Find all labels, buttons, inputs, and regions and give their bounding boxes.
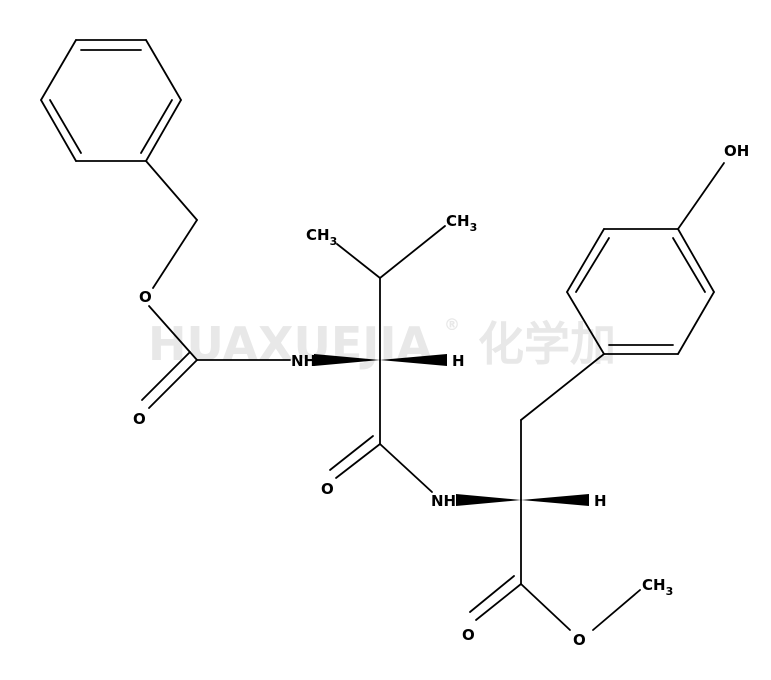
atom-label-ch3-right: CH3 xyxy=(446,212,477,234)
watermark-registered: ® xyxy=(444,315,460,334)
atom-label-o-ester-link: O xyxy=(139,288,152,306)
atom-label-o-carbamate-carbonyl: O xyxy=(133,410,146,428)
atom-labels: OH CH3 CH3 O O NH H O NH H O O CH3 xyxy=(133,142,749,649)
atom-label-h-tyrosine: H xyxy=(594,492,607,510)
atom-label-ch3-methyl: CH3 xyxy=(642,576,673,598)
atom-label-o-ester-carbonyl: O xyxy=(462,626,475,644)
watermark: HUAXUEJIA ® 化学加 xyxy=(148,315,616,371)
atom-label-ch3-right-main: CH xyxy=(446,212,470,230)
wedge-bond-h-tyrosine xyxy=(521,494,589,506)
atom-label-ch3-methyl-sub: 3 xyxy=(666,585,674,598)
atom-label-o-amide: O xyxy=(321,480,334,498)
bonds-valine xyxy=(314,225,447,493)
wedge-bond-h-valine xyxy=(380,354,447,366)
atom-label-h-valine: H xyxy=(452,352,465,370)
atom-label-ch3-methyl-main: CH xyxy=(642,576,666,594)
wedge-bond-nh-tyrosine xyxy=(456,494,521,506)
bonds-tyrosine xyxy=(456,353,641,631)
atom-label-ch3-left-sub: 3 xyxy=(330,235,338,248)
atom-label-oh: OH xyxy=(724,142,749,160)
watermark-chinese: 化学加 xyxy=(478,317,616,371)
wedge-bond-nh-valine xyxy=(314,354,380,366)
atom-label-nh-valine: NH xyxy=(291,352,316,370)
atom-label-ch3-right-sub: 3 xyxy=(470,221,478,234)
atom-label-ch3-left: CH3 xyxy=(306,226,337,248)
bonds-carbamate xyxy=(141,160,291,409)
atom-label-o-methoxy: O xyxy=(573,631,586,649)
benzene-ring-phenol xyxy=(566,162,725,355)
benzene-ring-benzyl xyxy=(40,39,182,162)
atom-label-ch3-left-main: CH xyxy=(306,226,330,244)
atom-label-nh-tyrosine: NH xyxy=(431,492,456,510)
